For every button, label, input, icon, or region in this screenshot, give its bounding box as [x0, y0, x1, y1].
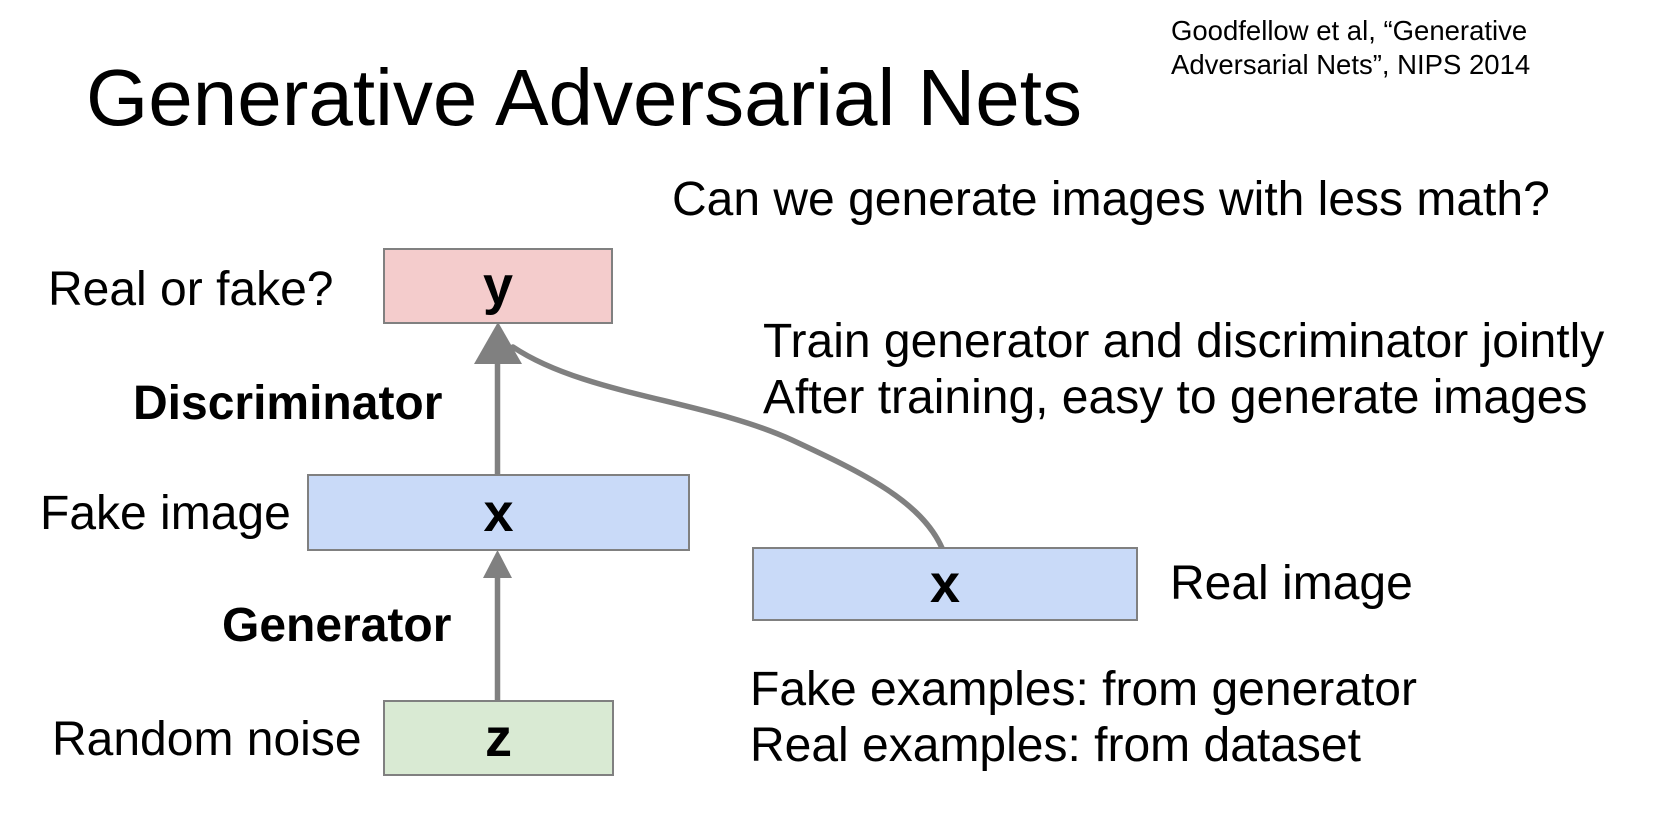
citation-line1: Goodfellow et al, “Generative — [1171, 15, 1528, 46]
node-x-real-label: x — [929, 554, 961, 614]
caption-fake-image: Fake image — [40, 487, 291, 540]
training-notes: Train generator and discriminator jointl… — [763, 314, 1604, 426]
node-x-fake-label: x — [483, 482, 514, 543]
arrowhead-into-y — [474, 322, 522, 364]
arrowhead-into-x — [483, 550, 512, 578]
caption-real-image: Real image — [1170, 557, 1413, 610]
citation: Goodfellow et al, “Generative Adversaria… — [1171, 14, 1530, 82]
examples-notes: Fake examples: from generator Real examp… — [750, 662, 1417, 774]
node-z-label: z — [485, 708, 512, 768]
node-y-output: y — [383, 248, 613, 324]
node-x-real-image: x — [752, 547, 1138, 621]
training-note-line1: Train generator and discriminator jointl… — [763, 315, 1605, 368]
citation-line2: Adversarial Nets”, NIPS 2014 — [1171, 49, 1531, 80]
question-text: Can we generate images with less math? — [672, 173, 1550, 226]
examples-note-line1: Fake examples: from generator — [750, 663, 1417, 716]
caption-random-noise: Random noise — [52, 713, 362, 766]
node-x-fake-image: x — [307, 474, 690, 551]
caption-real-or-fake: Real or fake? — [48, 263, 334, 316]
training-note-line2: After training, easy to generate images — [763, 371, 1588, 424]
page-title: Generative Adversarial Nets — [86, 53, 1083, 142]
node-y-label: y — [482, 256, 514, 316]
examples-note-line2: Real examples: from dataset — [750, 719, 1361, 772]
discriminator-label: Discriminator — [133, 377, 443, 430]
generator-label: Generator — [222, 599, 452, 652]
node-z-noise: z — [383, 700, 614, 776]
